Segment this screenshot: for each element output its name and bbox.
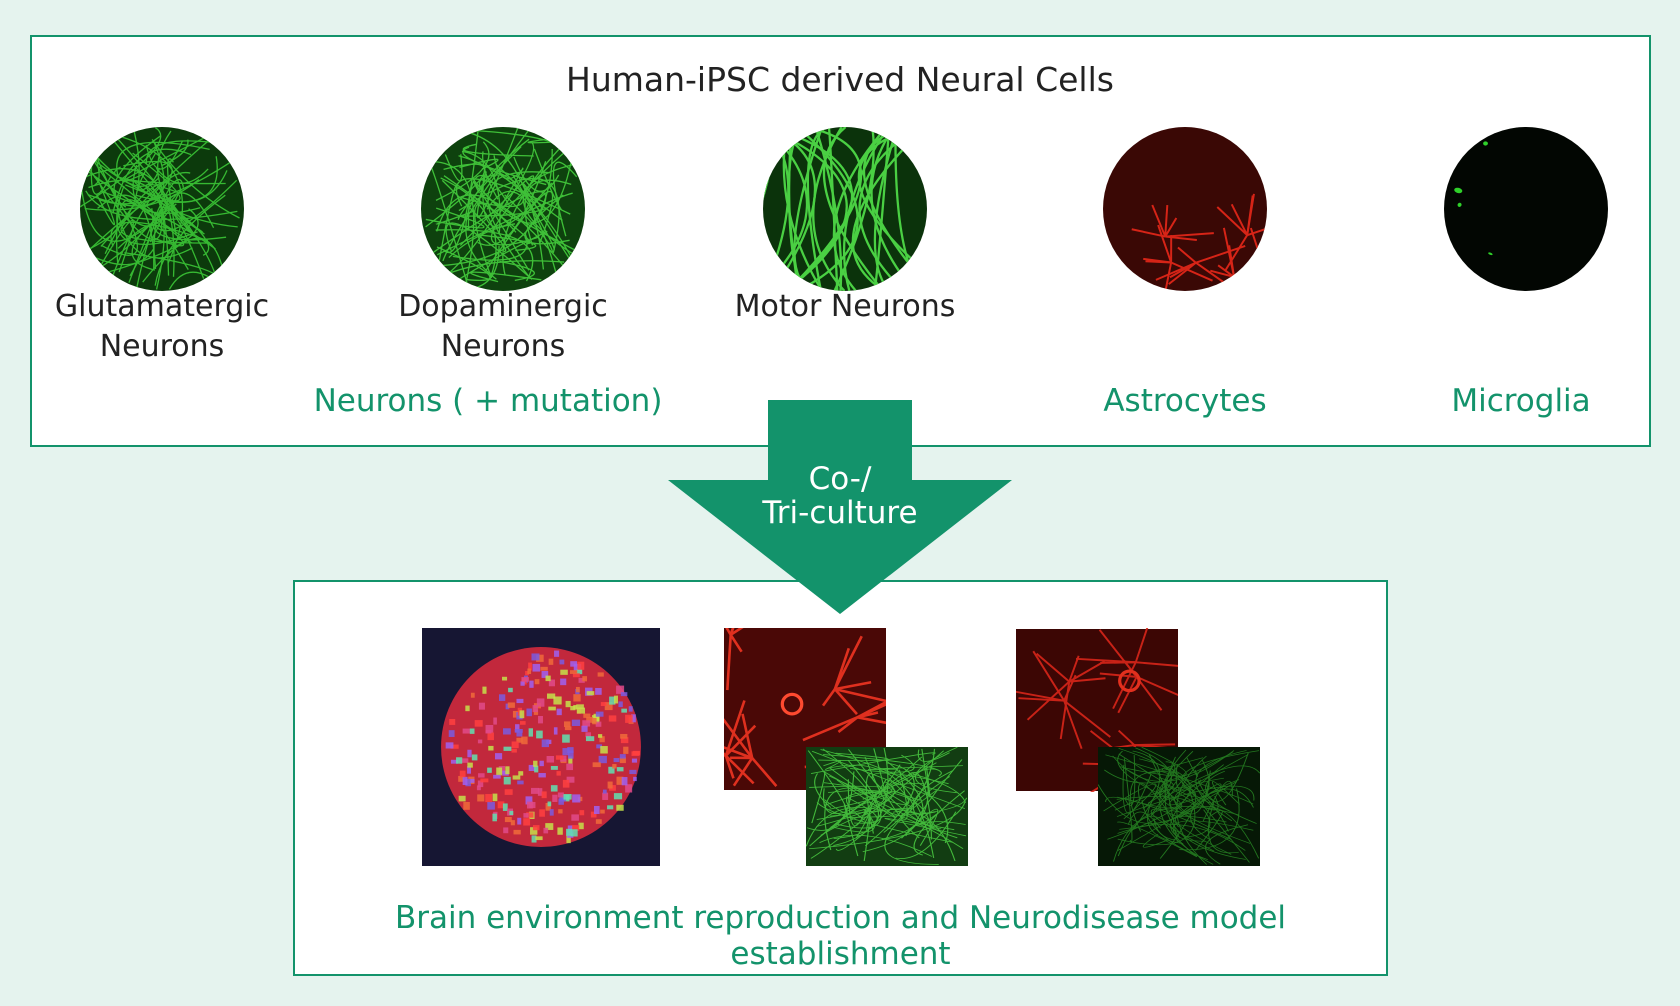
result-caption: Brain environment reproduction and Neuro… (394, 900, 1287, 972)
panel-title: Human-iPSC derived Neural Cells (566, 60, 1114, 99)
coculture-neuron-image-1 (806, 747, 968, 866)
cell-name-motor: Motor Neurons (734, 289, 956, 324)
group-label-astrocytes: Astrocytes (1103, 383, 1267, 419)
dopaminergic-neurons-image (421, 127, 585, 291)
down-arrow-icon (668, 400, 1012, 614)
motor-neurons-image (763, 127, 927, 291)
triculture-spheroid-image (420, 628, 662, 866)
glutamatergic-neurons-image (80, 127, 244, 291)
cell-name-dopaminergic: Dopaminergic Neurons (398, 289, 608, 364)
astrocytes-image (1103, 127, 1267, 291)
cell-name-glutamatergic: Glutamatergic Neurons (54, 289, 270, 364)
microglia-image (1444, 127, 1608, 291)
group-label-neurons: Neurons ( + mutation) (313, 383, 663, 419)
arrow-label-line2: Tri-culture (762, 495, 918, 531)
arrow-label-line1: Co-/ (808, 461, 872, 497)
coculture-neuron-image-2 (1098, 747, 1260, 866)
group-label-microglia: Microglia (1451, 383, 1591, 419)
